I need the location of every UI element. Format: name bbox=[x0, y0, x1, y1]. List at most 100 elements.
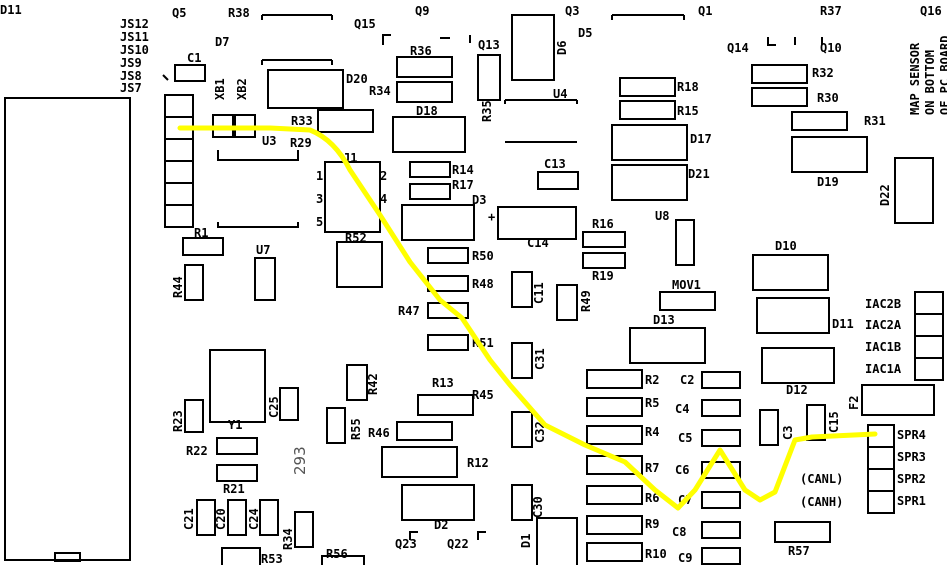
silkscreen-label: Q10 bbox=[820, 41, 842, 55]
silkscreen-label: R33 bbox=[291, 114, 313, 128]
silkscreen-label: 1 bbox=[316, 169, 323, 183]
silkscreen-label: ON BOTTOM bbox=[923, 50, 937, 115]
silkscreen-label: D19 bbox=[817, 175, 839, 189]
connector-outline bbox=[4, 97, 131, 561]
silkscreen-label: R2 bbox=[645, 373, 659, 387]
silkscreen-label: R16 bbox=[592, 217, 614, 231]
silkscreen-label: D20 bbox=[346, 72, 368, 86]
silkscreen-label: U8 bbox=[655, 209, 669, 223]
silkscreen-label: Q3 bbox=[565, 4, 579, 18]
silkscreen-label: D3 bbox=[472, 193, 486, 207]
silkscreen-label: C24 bbox=[247, 508, 261, 530]
silkscreen-label: C31 bbox=[533, 348, 547, 370]
silkscreen-label: JS10 bbox=[120, 43, 149, 57]
silkscreen-label: R9 bbox=[645, 517, 659, 531]
silkscreen-label: D17 bbox=[690, 132, 712, 146]
silkscreen-label: R48 bbox=[472, 277, 494, 291]
ic-outline-brackets bbox=[162, 14, 823, 540]
silkscreen-label: D21 bbox=[688, 167, 710, 181]
silkscreen-label: Q15 bbox=[354, 17, 376, 31]
silkscreen-label: R36 bbox=[410, 44, 432, 58]
silkscreen-label: R5 bbox=[645, 396, 659, 410]
silkscreen-label: IAC2B bbox=[865, 297, 901, 311]
silkscreen-label: D13 bbox=[653, 313, 675, 327]
silkscreen-label: R19 bbox=[592, 269, 614, 283]
silkscreen-label: (CANL) bbox=[800, 472, 843, 486]
silkscreen-label: R21 bbox=[223, 482, 245, 496]
silkscreen-label: R44 bbox=[171, 276, 185, 298]
silkscreen-label: C3 bbox=[781, 426, 795, 440]
silkscreen-label: IAC2A bbox=[865, 318, 902, 332]
silkscreen-label: Q1 bbox=[698, 4, 712, 18]
silkscreen-label: R7 bbox=[645, 461, 659, 475]
yellow-trace-annotation bbox=[177, 125, 878, 511]
silkscreen-label: C2 bbox=[680, 373, 694, 387]
silkscreen-label: IAC1B bbox=[865, 340, 901, 354]
silkscreen-label: R17 bbox=[452, 178, 474, 192]
silkscreen-label: C25 bbox=[267, 396, 281, 418]
silkscreen-label: C8 bbox=[672, 525, 686, 539]
silkscreen-label: R29 bbox=[290, 136, 312, 150]
silkscreen-label: R56 bbox=[326, 547, 348, 561]
silkscreen-label: Q22 bbox=[447, 537, 469, 551]
silkscreen-label: Q14 bbox=[727, 41, 749, 55]
silkscreen-label: R38 bbox=[228, 6, 250, 20]
silkscreen-label: R37 bbox=[820, 4, 842, 18]
silkscreen-label: C11 bbox=[532, 282, 546, 304]
silkscreen-label: R50 bbox=[472, 249, 494, 263]
connector-tab bbox=[54, 552, 81, 562]
silkscreen-label: D22 bbox=[878, 184, 892, 206]
silkscreen-label: D11 bbox=[832, 317, 854, 331]
silkscreen-label: C4 bbox=[675, 402, 689, 416]
silkscreen-label: C1 bbox=[187, 51, 201, 65]
silkscreen-label: + bbox=[488, 210, 495, 224]
silkscreen-label: C9 bbox=[678, 551, 692, 565]
silkscreen-label: R15 bbox=[677, 104, 699, 118]
silkscreen-label: MOV1 bbox=[672, 278, 701, 292]
silkscreen-label: C15 bbox=[827, 411, 841, 433]
silkscreen-label: SPR1 bbox=[897, 494, 926, 508]
silkscreen-label: R46 bbox=[368, 426, 390, 440]
silkscreen-label: MAP SENSOR bbox=[908, 42, 922, 115]
silkscreen-label: C5 bbox=[678, 431, 692, 445]
silkscreen-label: R34 bbox=[369, 84, 391, 98]
silkscreen-label: 5 bbox=[316, 215, 323, 229]
silkscreen-label: JS11 bbox=[120, 30, 149, 44]
silkscreen-label: D11 bbox=[0, 3, 22, 17]
silkscreen-label: Q5 bbox=[172, 6, 186, 20]
handwritten-note: 293 bbox=[291, 446, 309, 475]
silkscreen-label: R47 bbox=[398, 304, 420, 318]
silkscreen-label: R30 bbox=[817, 91, 839, 105]
silkscreen-label: JS9 bbox=[120, 56, 142, 70]
silkscreen-label: XB2 bbox=[235, 78, 249, 100]
silkscreen-label: R57 bbox=[788, 544, 810, 558]
silkscreen-label: JS12 bbox=[120, 17, 149, 31]
silkscreen-label: D10 bbox=[775, 239, 797, 253]
silkscreen-label: R42 bbox=[366, 373, 380, 395]
silkscreen-label: R13 bbox=[432, 376, 454, 390]
silkscreen-label: R10 bbox=[645, 547, 667, 561]
silkscreen-label: JS7 bbox=[120, 81, 142, 95]
silkscreen-label: U7 bbox=[256, 243, 270, 257]
silkscreen-label: U4 bbox=[553, 87, 567, 101]
silkscreen-label: R4 bbox=[645, 425, 659, 439]
silkscreen-label: R34 bbox=[281, 528, 295, 550]
silkscreen-label: Q23 bbox=[395, 537, 417, 551]
silkscreen-label: R52 bbox=[345, 231, 367, 245]
silkscreen-label: D18 bbox=[416, 104, 438, 118]
silkscreen-label: Q13 bbox=[478, 38, 500, 52]
silkscreen-label: D1 bbox=[519, 534, 533, 548]
silkscreen-label: 2 bbox=[380, 169, 387, 183]
silkscreen-label: R22 bbox=[186, 444, 208, 458]
silkscreen-label: Q9 bbox=[415, 4, 429, 18]
silkscreen-label: (CANH) bbox=[800, 495, 843, 509]
silkscreen-label: R31 bbox=[864, 114, 886, 128]
silkscreen-label: F2 bbox=[847, 396, 861, 410]
silkscreen-label: C6 bbox=[675, 463, 689, 477]
silkscreen-label: SPR3 bbox=[897, 450, 926, 464]
silkscreen-label: R55 bbox=[349, 418, 363, 440]
silkscreen-label: SPR2 bbox=[897, 472, 926, 486]
